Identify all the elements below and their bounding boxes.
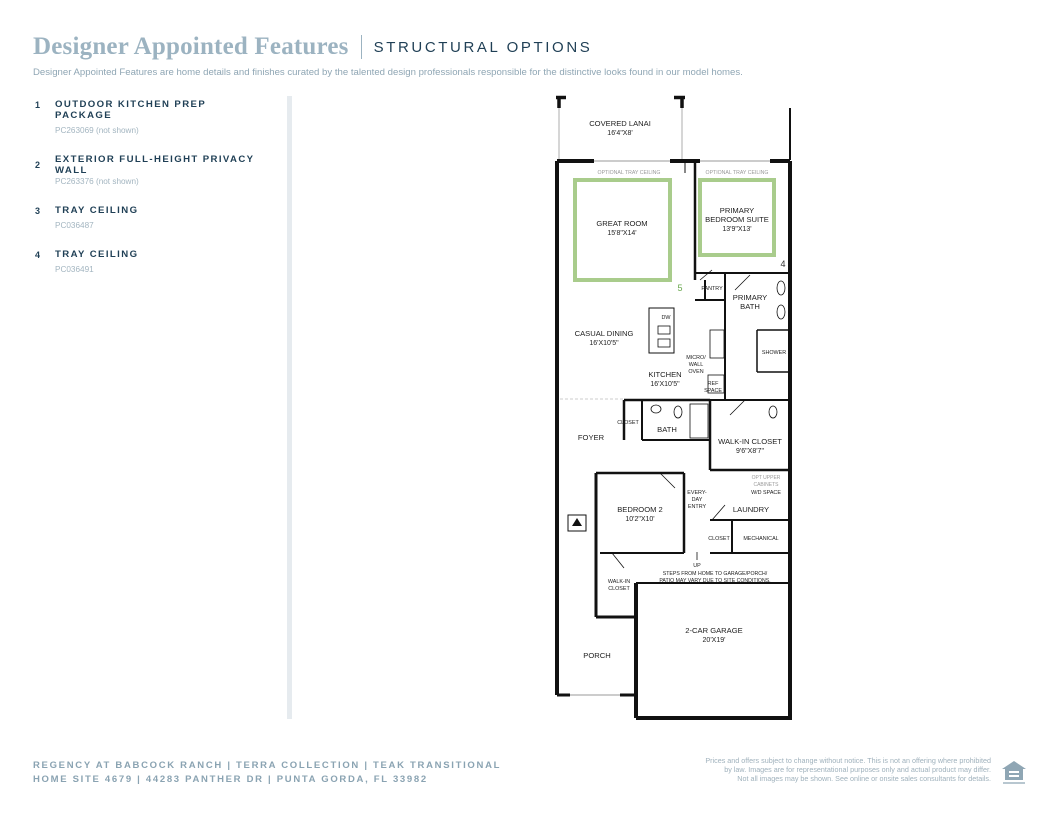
option-title: OUTDOOR KITCHEN PREP PACKAGE [55,99,206,121]
floor-plan: COVERED LANAI 16'4"X8' OPTIONAL TRAY CEI… [555,95,792,720]
page-header: Designer Appointed Features STRUCTURAL O… [33,33,1023,78]
label-casual-dining: CASUAL DINING [575,329,634,338]
option-title: EXTERIOR FULL-HEIGHT PRIVACY WALL [55,154,255,176]
label-closet-2: CLOSET [708,536,730,542]
label-shower: SHOWER [762,350,786,356]
option-item: 3 TRAY CEILING PC036487 [35,205,265,230]
lanai-walls [556,95,791,160]
option-item: 1 OUTDOOR KITCHEN PREP PACKAGE PC263069 … [35,99,265,135]
dim-kitchen: 16'X10'5" [650,381,680,388]
label-porch: PORCH [583,651,610,660]
label-micro-1: MICRO/ [686,355,706,361]
option-title: TRAY CEILING [55,205,139,216]
disclaimer-line-2: by law. Images are for representational … [724,765,991,774]
interior-walls [596,161,790,569]
disclaimer-line-3: Not all images may be shown. See online … [737,774,991,783]
label-ref-2: SPACE [704,388,722,394]
page-title: Designer Appointed Features [33,33,349,60]
label-opt-cabinets-1: OPT UPPER [752,475,781,481]
label-micro-2: WALL [689,362,703,368]
label-dw: DW [662,315,672,321]
label-bedroom-2: BEDROOM 2 [617,505,663,514]
option-title: TRAY CEILING [55,249,139,260]
label-opt-cabinets-2: CABINETS [753,482,779,488]
label-entry-1: EVERY- [687,490,707,496]
dim-great-room: 15'8"X14' [607,230,636,237]
dim-lanai: 16'4"X8' [607,130,632,137]
footer-address: REGENCY AT BABCOCK RANCH | TERRA COLLECT… [33,759,501,787]
marker-4: 4 [780,259,785,269]
label-up: UP [693,563,701,569]
tray-ceiling-primary [698,178,776,257]
option-code: PC263069 (not shown) [55,126,139,135]
label-walk-in-closet: WALK-IN CLOSET [718,437,782,446]
footer-disclaimer: Prices and offers subject to change with… [631,756,991,783]
label-steps-note-1: STEPS FROM HOME TO GARAGE/PORCH/ [663,571,768,577]
options-list: 1 OUTDOOR KITCHEN PREP PACKAGE PC263069 … [35,99,265,293]
label-mechanical: MECHANICAL [743,536,778,542]
option-number: 3 [35,206,41,216]
option-code: PC263376 (not shown) [55,177,139,186]
label-entry-3: ENTRY [688,504,707,510]
label-micro-3: OVEN [688,369,703,375]
dim-garage: 20'X19' [703,637,726,644]
label-pantry: PANTRY [701,286,723,292]
page-subtitle-title: STRUCTURAL OPTIONS [373,38,593,56]
page-description: Designer Appointed Features are home det… [33,67,743,78]
disclaimer-line-1: Prices and offers subject to change with… [705,756,991,765]
label-ref-1: REF [708,381,719,387]
option-item: 2 EXTERIOR FULL-HEIGHT PRIVACY WALL PC26… [35,154,265,186]
option-number: 1 [35,100,41,110]
label-bath: BATH [657,425,677,434]
label-primary-2: BEDROOM SUITE [705,215,769,224]
option-code: PC036491 [55,265,94,274]
equal-housing-icon [1002,761,1026,784]
option-code: PC036487 [55,221,94,230]
dim-primary: 13'9"X13' [722,226,751,233]
option-item: 4 TRAY CEILING PC036491 [35,249,265,274]
option-number: 2 [35,160,41,170]
bath-fixtures [650,280,786,439]
label-garage: 2-CAR GARAGE [685,626,742,635]
label-primary-1: PRIMARY [720,206,754,215]
option-number: 4 [35,250,41,260]
footer-community: REGENCY AT BABCOCK RANCH | TERRA COLLECT… [33,760,502,771]
label-primary-bath-2: BATH [740,302,760,311]
kitchen-island [648,307,725,394]
label-laundry: LAUNDRY [733,505,769,514]
dim-casual-dining: 16'X10'5" [589,340,619,347]
title-divider [360,35,362,59]
label-foyer: FOYER [578,433,605,442]
label-walk-in-closet-2-2: CLOSET [608,586,630,592]
label-lanai: COVERED LANAI [589,119,651,128]
vertical-divider [287,96,292,719]
label-steps-note-2: PATIO MAY VARY DUE TO SITE CONDITIONS. [659,578,770,584]
label-wd-space: W/D SPACE [751,490,781,496]
dim-bedroom-2: 10'2"X10' [625,516,654,523]
tray-ceiling-great-room [573,178,672,282]
label-walk-in-closet-2-1: WALK-IN [608,579,630,585]
exterior-walls [555,159,792,720]
label-primary-bath-1: PRIMARY [733,293,767,302]
footer-home-site: HOME SITE 4679 | 44283 PANTHER DR | PUNT… [33,774,428,785]
dim-walk-in-closet: 9'6"X8'7" [736,448,764,455]
label-closet: CLOSET [617,420,639,426]
label-entry-2: DAY [692,497,703,503]
label-tray-note-1: OPTIONAL TRAY CEILING [598,170,661,176]
label-kitchen: KITCHEN [648,370,681,379]
label-tray-note-2: OPTIONAL TRAY CEILING [706,170,769,176]
marker-5: 5 [677,283,682,293]
label-great-room: GREAT ROOM [596,219,647,228]
